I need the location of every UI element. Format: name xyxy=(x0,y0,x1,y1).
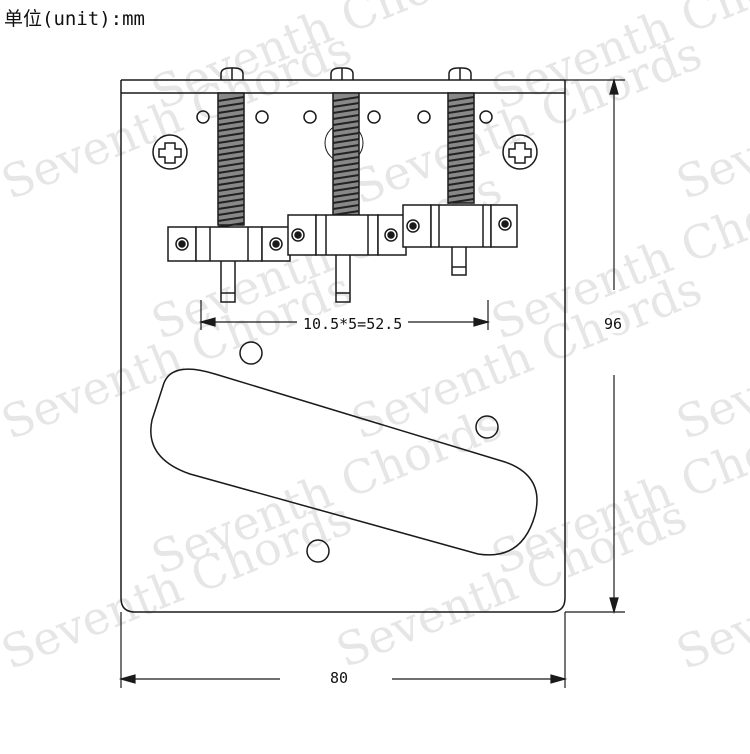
mounting-screw-left xyxy=(152,134,188,170)
screw-thread-line xyxy=(332,162,360,168)
screw-thread-line xyxy=(447,132,475,138)
screw-thread-line xyxy=(217,102,245,108)
screw-thread-line xyxy=(332,96,360,102)
screw-thread-line xyxy=(447,126,475,132)
screw-thread-line xyxy=(217,168,245,174)
screw-thread-line xyxy=(217,126,245,132)
saddle-low-e xyxy=(167,226,291,262)
screw-thread-line xyxy=(447,114,475,120)
screw-thread-line xyxy=(447,120,475,126)
screw-thread-line xyxy=(332,186,360,192)
screw-thread-line xyxy=(332,126,360,132)
screw-thread-line xyxy=(447,192,475,198)
intonation-screw-heads xyxy=(220,67,472,80)
saddle-middle xyxy=(287,214,407,256)
screw-thread-line xyxy=(217,198,245,204)
screw-thread-line xyxy=(447,102,475,108)
screw-thread-line xyxy=(332,108,360,114)
height-screw xyxy=(451,244,467,276)
screw-thread-line xyxy=(332,132,360,138)
screw-thread-line xyxy=(447,198,475,204)
saddle-spacing-label: 10.5*5=52.5 xyxy=(297,315,409,333)
height-dimension xyxy=(565,77,625,615)
bridge-plate-outline xyxy=(120,80,566,613)
screw-thread-line xyxy=(217,216,245,222)
screw-thread-line xyxy=(332,204,360,210)
screw-thread-line xyxy=(332,120,360,126)
screw-thread-line xyxy=(447,138,475,144)
screw-thread-line xyxy=(447,168,475,174)
screw-thread-line xyxy=(332,144,360,150)
width-label: 80 xyxy=(330,669,349,687)
string-hole xyxy=(196,110,210,124)
screw-thread-line xyxy=(217,180,245,186)
screw-thread-line xyxy=(217,156,245,162)
watermark-text: Seventh Chords xyxy=(144,396,509,585)
string-hole xyxy=(367,110,381,124)
plate-hole-right xyxy=(475,415,499,439)
screw-thread-line xyxy=(447,174,475,180)
screw-thread-line xyxy=(217,96,245,102)
string-holes xyxy=(196,110,493,124)
screw-thread-line xyxy=(447,144,475,150)
screw-thread-line xyxy=(217,150,245,156)
screw-thread-line xyxy=(447,150,475,156)
plate-hole-lower xyxy=(306,539,330,563)
screw-thread-line xyxy=(217,174,245,180)
screw-thread-line xyxy=(447,156,475,162)
screw-thread-line xyxy=(447,186,475,192)
screw-thread-line xyxy=(217,204,245,210)
unit-label: 单位(unit):mm xyxy=(4,8,145,30)
screw-thread-line xyxy=(217,192,245,198)
screw-thread-line xyxy=(332,180,360,186)
screw-thread-line xyxy=(332,150,360,156)
screw-thread-line xyxy=(217,210,245,216)
watermark-layer: Seventh Chords Seventh Chords Seventh Ch… xyxy=(0,0,750,680)
screw-thread-line xyxy=(332,192,360,198)
screw-thread-line xyxy=(217,132,245,138)
screw-thread-line xyxy=(332,114,360,120)
string-hole xyxy=(479,110,493,124)
pickup-opening xyxy=(150,368,538,556)
screw-thread-line xyxy=(217,108,245,114)
string-hole xyxy=(255,110,269,124)
string-hole xyxy=(303,110,317,124)
screw-thread-line xyxy=(217,144,245,150)
saddle-high-e xyxy=(402,204,518,248)
screw-thread-line xyxy=(332,198,360,204)
width-dimension xyxy=(118,612,568,688)
screw-thread-line xyxy=(217,138,245,144)
screw-thread-line xyxy=(447,180,475,186)
screw-thread-line xyxy=(217,186,245,192)
string-hole xyxy=(417,110,431,124)
plate-hole-upper xyxy=(239,341,263,365)
mounting-screw-right xyxy=(502,134,538,170)
screw-thread-line xyxy=(447,162,475,168)
screw-thread-line xyxy=(332,168,360,174)
screw-thread-line xyxy=(332,138,360,144)
screw-thread-line xyxy=(332,174,360,180)
screw-thread-line xyxy=(447,96,475,102)
screw-thread-line xyxy=(332,102,360,108)
screw-thread-line xyxy=(217,114,245,120)
height-label: 96 xyxy=(604,315,623,333)
screw-thread-line xyxy=(447,108,475,114)
screw-thread-line xyxy=(332,156,360,162)
screw-thread-line xyxy=(217,162,245,168)
screw-thread-line xyxy=(217,120,245,126)
